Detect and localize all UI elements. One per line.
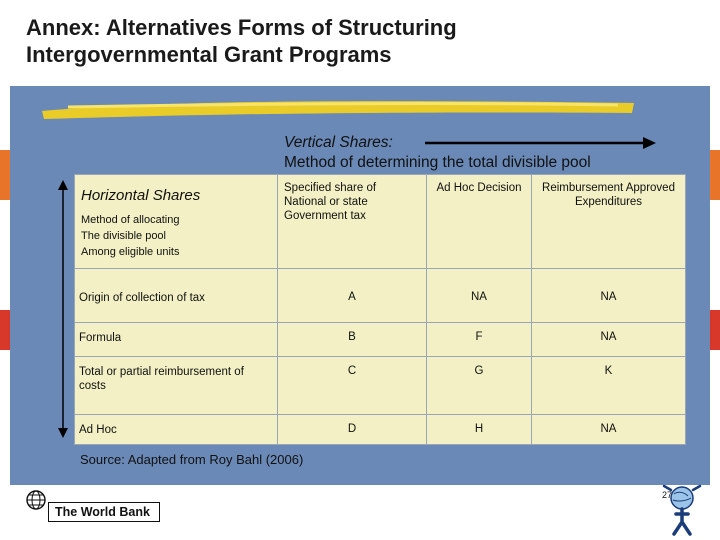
page-number: 27 — [662, 490, 673, 500]
row-label: Origin of collection of tax — [74, 268, 278, 323]
vertical-shares-title: Vertical Shares: — [284, 134, 393, 151]
globe-figure-icon — [662, 484, 702, 536]
table-header-row: Horizontal Shares Method of allocating T… — [74, 174, 686, 269]
table-cell: D — [277, 414, 427, 445]
table-cell: G — [426, 356, 532, 415]
slide-title-line-2: Intergovernmental Grant Programs — [26, 42, 392, 67]
row-label: Formula — [74, 322, 278, 357]
column-header-ad-hoc-decision: Ad Hoc Decision — [426, 174, 532, 269]
vertical-double-arrow-icon — [58, 180, 68, 438]
horizontal-shares-subtitle: Method of allocating The divisible pool … — [81, 214, 180, 258]
table-cell: A — [277, 268, 427, 323]
world-bank-logo: The World Bank — [48, 502, 160, 522]
source-citation: Source: Adapted from Roy Bahl (2006) — [80, 452, 304, 467]
table-cell: NA — [426, 268, 532, 323]
column-header-reimbursement: Reimbursement Approved Expenditures — [531, 174, 686, 269]
slide-title-line-1: Annex: Alternatives Forms of Structuring — [26, 15, 457, 40]
table-cell: F — [426, 322, 532, 357]
table-row: Total or partial reimbursement of costs … — [74, 356, 686, 415]
table-cell: NA — [531, 322, 686, 357]
table-row: Formula B F NA — [74, 322, 686, 357]
table-cell: NA — [531, 414, 686, 445]
side-strip-left-red — [0, 310, 10, 350]
slide-title: Annex: Alternatives Forms of Structuring… — [26, 14, 457, 68]
side-strip-right-orange — [710, 150, 720, 200]
table-row: Ad Hoc D H NA — [74, 414, 686, 445]
grant-structure-table: Horizontal Shares Method of allocating T… — [74, 174, 686, 445]
horizontal-shares-cell: Horizontal Shares Method of allocating T… — [74, 174, 278, 269]
horizontal-arrow-icon — [425, 137, 656, 149]
table-cell: NA — [531, 268, 686, 323]
vertical-shares-subtitle: Method of determining the total divisibl… — [284, 154, 591, 171]
side-strip-left-orange — [0, 150, 10, 200]
table-cell: C — [277, 356, 427, 415]
vertical-shares-label: Vertical Shares: Method of determining t… — [284, 133, 591, 173]
table-cell: B — [277, 322, 427, 357]
row-label: Ad Hoc — [74, 414, 278, 445]
table-cell: K — [531, 356, 686, 415]
side-strip-right-red — [710, 310, 720, 350]
highlighter-stroke — [42, 101, 634, 119]
world-bank-logo-text: The World Bank — [55, 505, 150, 519]
world-bank-globe-icon — [26, 490, 46, 510]
row-label: Total or partial reimbursement of costs — [74, 356, 278, 415]
horizontal-shares-title: Horizontal Shares — [81, 187, 201, 204]
table-row: Origin of collection of tax A NA NA — [74, 268, 686, 323]
table-cell: H — [426, 414, 532, 445]
column-header-specified-share: Specified share of National or state Gov… — [277, 174, 427, 269]
